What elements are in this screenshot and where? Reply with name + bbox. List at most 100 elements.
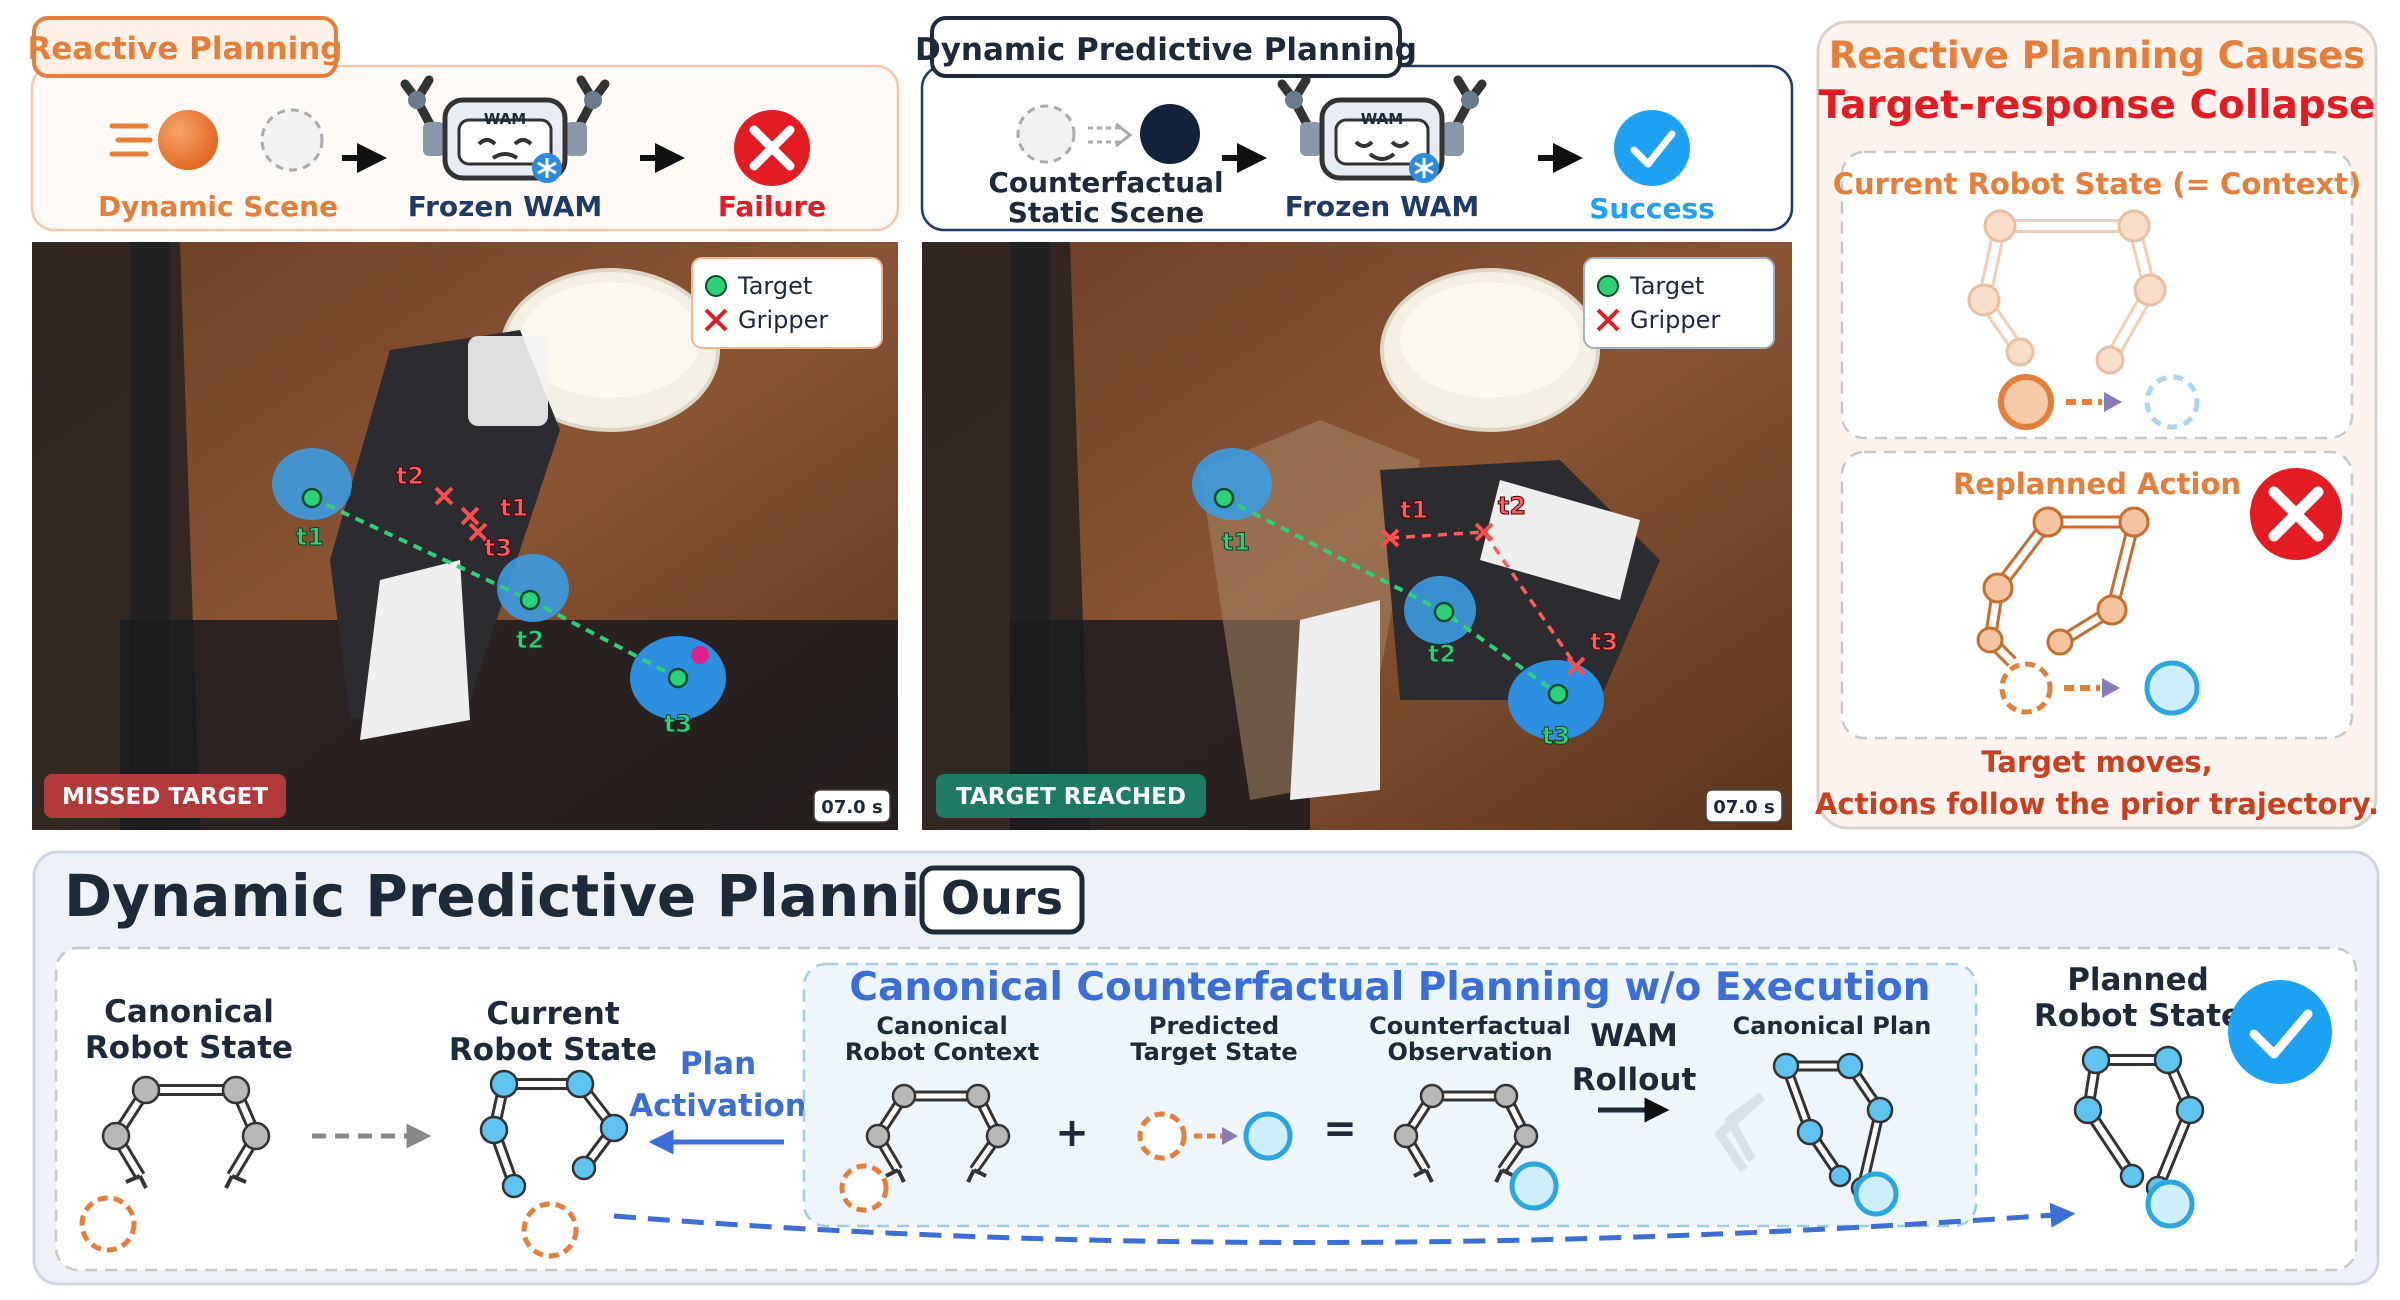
- legend-box: [1583, 257, 1775, 349]
- legend-gripper: Gripper: [1630, 306, 1720, 334]
- wam-rollout-label-2: Rollout: [1572, 1062, 1697, 1098]
- target-label: t1: [1222, 528, 1250, 556]
- counterfactual-label-1: Counterfactual: [988, 166, 1223, 199]
- plan-activation-label-2: Activation: [629, 1088, 807, 1124]
- target-label: t2: [516, 626, 544, 654]
- current-robot-arm-icon: [479, 1069, 629, 1199]
- new-target-icon: [2144, 660, 2200, 716]
- canonical-plan-label: Canonical Plan: [1733, 1012, 1932, 1040]
- collapse-caption-2: Actions follow the prior trajectory.: [1815, 787, 2379, 821]
- reactive-title-badge: [32, 16, 338, 78]
- target-label: t3: [1542, 722, 1570, 750]
- predicted-target-icon: [1509, 1161, 1559, 1211]
- target-icon: [839, 1163, 889, 1213]
- target-icon: [79, 1195, 137, 1253]
- counterfactual-observation-label-2: Observation: [1387, 1038, 1552, 1066]
- gripper-label: t1: [500, 494, 528, 522]
- dynamic-planning-panel: Dynamic Predictive Planning Counterfactu…: [915, 16, 1794, 232]
- ours-badge: [919, 865, 1085, 935]
- collapse-title-2: Target-response Collapse: [1819, 83, 2376, 128]
- gripper-legend-icon: [1596, 308, 1620, 332]
- gripper-markers: [434, 486, 488, 542]
- robot-context-label-2: Robot Context: [845, 1038, 1039, 1066]
- arrow-head: [2104, 392, 2122, 412]
- frozen-wam-label: Frozen WAM: [1285, 190, 1480, 223]
- counterfactual-observation-label-1: Counterfactual: [1369, 1012, 1571, 1040]
- arrow-head: [1222, 1127, 1238, 1145]
- dynamic-title-badge: [930, 16, 1402, 78]
- current-state-label-1: Current: [486, 996, 619, 1032]
- ours-title: Dynamic Predictive Planning: [64, 862, 1003, 930]
- faded-robot-arm-icon: [1967, 209, 2167, 375]
- replanned-action-box: [1840, 450, 2354, 740]
- target-label: t3: [664, 710, 692, 738]
- gripper-legend-icon: [704, 308, 728, 332]
- frozen-wam-robot-icon: [1277, 75, 1487, 183]
- gripper-label: t2: [396, 462, 424, 490]
- failure-icon: [2250, 468, 2342, 560]
- prior-target-icon: [1999, 661, 2053, 715]
- gripper-markers: [1380, 522, 1586, 676]
- wam-badge: WAM: [1361, 110, 1403, 128]
- success-icon: [2228, 980, 2332, 1084]
- success-label: Success: [1589, 192, 1715, 225]
- current-state-box: [1840, 150, 2354, 440]
- collapse-panel: Reactive Planning Causes Target-response…: [1815, 20, 2379, 830]
- timestamp: 07.0 s: [821, 797, 882, 818]
- frozen-wam-robot-icon: [400, 75, 610, 183]
- wam-badge: WAM: [484, 110, 526, 128]
- canonical-state-label-1: Canonical: [104, 994, 274, 1030]
- missed-target-text: MISSED TARGET: [62, 784, 268, 810]
- moved-target-icon: [2144, 374, 2200, 430]
- target-marker: [519, 589, 541, 611]
- predicted-target-icon: [2145, 1179, 2195, 1229]
- legend-target: Target: [1629, 272, 1704, 300]
- collapse-title-1: Reactive Planning Causes: [1829, 34, 2365, 77]
- timestamp: 07.0 s: [1713, 797, 1774, 818]
- wam-rollout-label-1: WAM: [1590, 1018, 1678, 1054]
- target-marker: [1433, 601, 1455, 623]
- dynamic-scene-photo: t1 t2 t3 t1 t2 t3 Target Gripper TARGET …: [922, 242, 1792, 830]
- gripper-label: t1: [1400, 496, 1428, 524]
- timestamp-badge: [813, 789, 891, 823]
- current-target-icon: [1137, 1111, 1187, 1161]
- target-reached-badge: [936, 774, 1206, 818]
- gripper-label: t3: [1590, 628, 1618, 656]
- current-state-title: Current Robot State (= Context): [1833, 167, 2362, 201]
- predicted-target-label-2: Target State: [1130, 1038, 1297, 1066]
- canonical-context-arm-icon: [865, 1083, 1011, 1183]
- gripper-label: t3: [484, 534, 512, 562]
- legend-target: Target: [737, 272, 812, 300]
- success-icon: [1614, 110, 1690, 186]
- timestamp-badge: [1705, 789, 1783, 823]
- replanned-robot-arm-icon: [1976, 506, 2150, 667]
- legend-box: [691, 257, 883, 349]
- dynamic-title: Dynamic Predictive Planning: [915, 32, 1417, 68]
- missed-target-badge: [44, 774, 286, 818]
- target-icon: [521, 1201, 579, 1259]
- predicted-target-icon: [1853, 1171, 1899, 1217]
- target-marker: [1213, 487, 1235, 509]
- target-reached-text: TARGET REACHED: [956, 784, 1186, 810]
- collapse-caption-1: Target moves,: [1981, 745, 2212, 779]
- failure-icon: [734, 110, 810, 186]
- predicted-target-label-1: Predicted: [1149, 1012, 1279, 1040]
- arrow-head: [2102, 678, 2120, 698]
- reactive-title: Reactive Planning: [28, 31, 343, 67]
- target-marker: [301, 487, 323, 509]
- target-marker: [667, 667, 689, 689]
- ours-panel: Dynamic Predictive Planning Ours Canonic…: [32, 850, 2380, 1286]
- reactive-planning-panel: Reactive Planning Dynamic Scene WAM: [28, 16, 900, 232]
- ours-badge-text: Ours: [941, 871, 1063, 925]
- counterfactual-observation-arm-icon: [1393, 1083, 1539, 1183]
- counterfactual-label-2: Static Scene: [1008, 196, 1204, 229]
- replanned-action-title: Replanned Action: [1953, 467, 2241, 501]
- robot-context-label-1: Canonical: [876, 1012, 1007, 1040]
- equals-sign: =: [1323, 1106, 1357, 1152]
- reactive-scene-photo: t1 t2 t3 t2 t1 t3 Target Gripper MISSED …: [32, 242, 898, 830]
- dynamic-scene-label: Dynamic Scene: [98, 190, 338, 223]
- target-legend-icon: [1597, 275, 1619, 297]
- plan-activation-label-1: Plan: [680, 1046, 756, 1082]
- planned-state-label-2: Robot State: [2034, 998, 2242, 1034]
